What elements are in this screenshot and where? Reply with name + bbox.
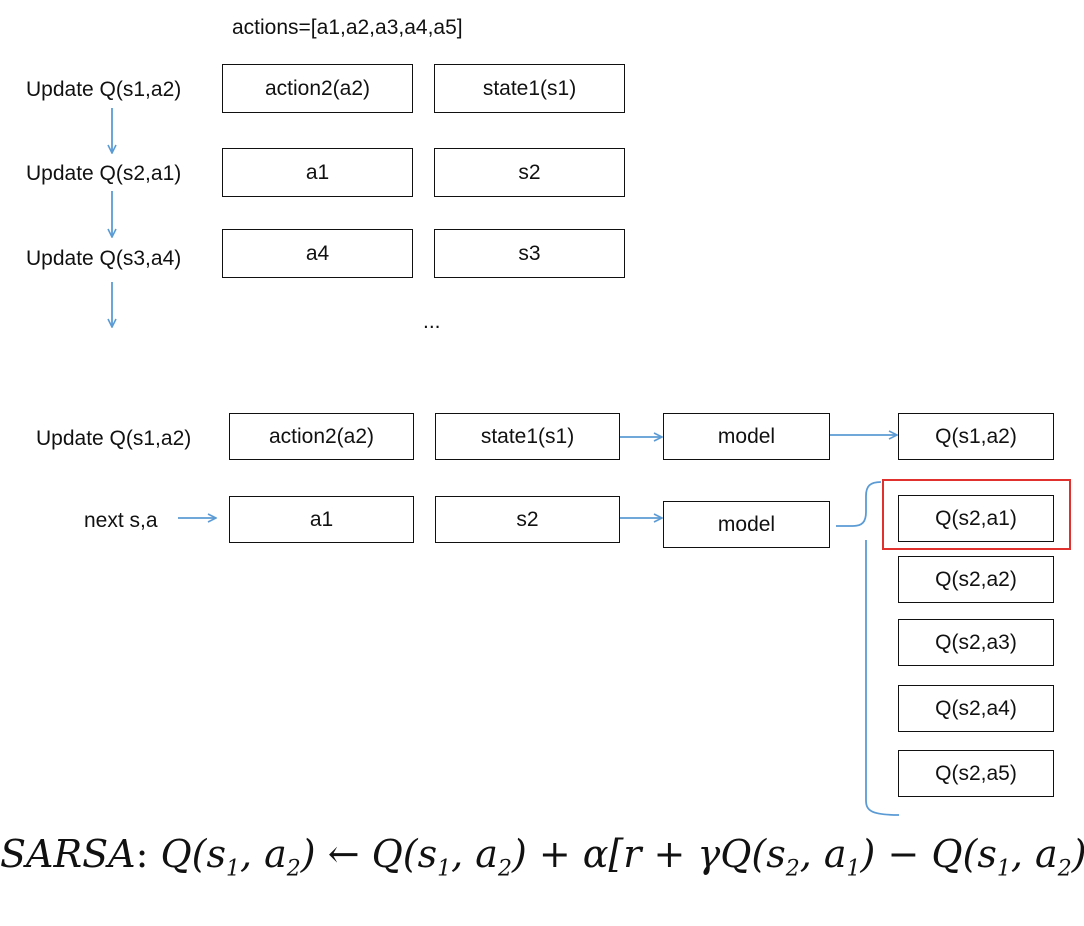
formula-rhs-a2: a xyxy=(475,832,498,876)
bottom-row-2-label: next s,a xyxy=(84,509,158,532)
actions-list-label: actions=[a1,a2,a3,a4,a5] xyxy=(232,16,463,39)
formula-next-s: s xyxy=(766,832,786,876)
q-value-box-2: Q(s2,a2) xyxy=(898,556,1054,603)
bottom-row-1-output-box: Q(s1,a2) xyxy=(898,413,1054,460)
formula-r: r xyxy=(623,832,642,876)
top-row-2-state-box: s2 xyxy=(434,148,625,197)
bottom-row-2-state-box: s2 xyxy=(435,496,620,543)
continuation-ellipsis: ... xyxy=(423,310,441,333)
formula-lhs-a-sub: 2 xyxy=(286,856,301,882)
bottom-row-1-model-box: model xyxy=(663,413,830,460)
q-value-box-1: Q(s2,a1) xyxy=(898,495,1054,542)
formula-m-a: a xyxy=(1035,832,1058,876)
formula-m-s: s xyxy=(977,832,997,876)
top-row-1-label: Update Q(s1,a2) xyxy=(26,78,182,101)
top-row-2-label: Update Q(s2,a1) xyxy=(26,162,182,185)
top-row-3-action-box: a4 xyxy=(222,229,413,278)
sarsa-formula: SARSA: Q(s1, a2) ← Q(s1, a2) + α[r + γQ(… xyxy=(0,832,1084,882)
top-row-1-state-box: state1(s1) xyxy=(434,64,625,113)
formula-rhs-s1: s xyxy=(417,832,438,876)
formula-lhs-s-sub: 1 xyxy=(225,856,240,882)
formula-next-a: a xyxy=(823,832,847,876)
top-row-1-action-box: action2(a2) xyxy=(222,64,413,113)
bottom-row-1-action-box: action2(a2) xyxy=(229,413,414,460)
bottom-row-1-label: Update Q(s1,a2) xyxy=(36,427,192,450)
q-value-box-4: Q(s2,a4) xyxy=(898,685,1054,732)
bottom-row-2-action-box: a1 xyxy=(229,496,414,543)
formula-lhs-name: SARSA xyxy=(0,832,136,876)
top-row-3-label: Update Q(s3,a4) xyxy=(26,247,182,270)
formula-arrow: ← xyxy=(327,832,360,876)
bottom-row-1-state-box: state1(s1) xyxy=(435,413,620,460)
formula-rhs-s1-sub: 1 xyxy=(437,856,452,882)
formula-rhs-a2-sub: 2 xyxy=(497,856,512,882)
formula-lhs-s: s xyxy=(206,832,226,876)
top-row-3-state-box: s3 xyxy=(434,229,625,278)
q-value-box-3: Q(s2,a3) xyxy=(898,619,1054,666)
formula-lhs-a: a xyxy=(264,832,287,876)
top-row-2-action-box: a1 xyxy=(222,148,413,197)
q-value-box-5: Q(s2,a5) xyxy=(898,750,1054,797)
formula-alpha: α xyxy=(582,832,609,876)
formula-m-a-sub: 2 xyxy=(1057,856,1072,882)
formula-next-a-sub: 1 xyxy=(846,856,861,882)
selected-q-highlight xyxy=(882,479,1071,550)
formula-gamma: γ xyxy=(697,832,721,876)
bottom-row-2-model-box: model xyxy=(663,501,830,548)
formula-m-s-sub: 1 xyxy=(996,856,1011,882)
formula-next-s-sub: 2 xyxy=(785,856,800,882)
